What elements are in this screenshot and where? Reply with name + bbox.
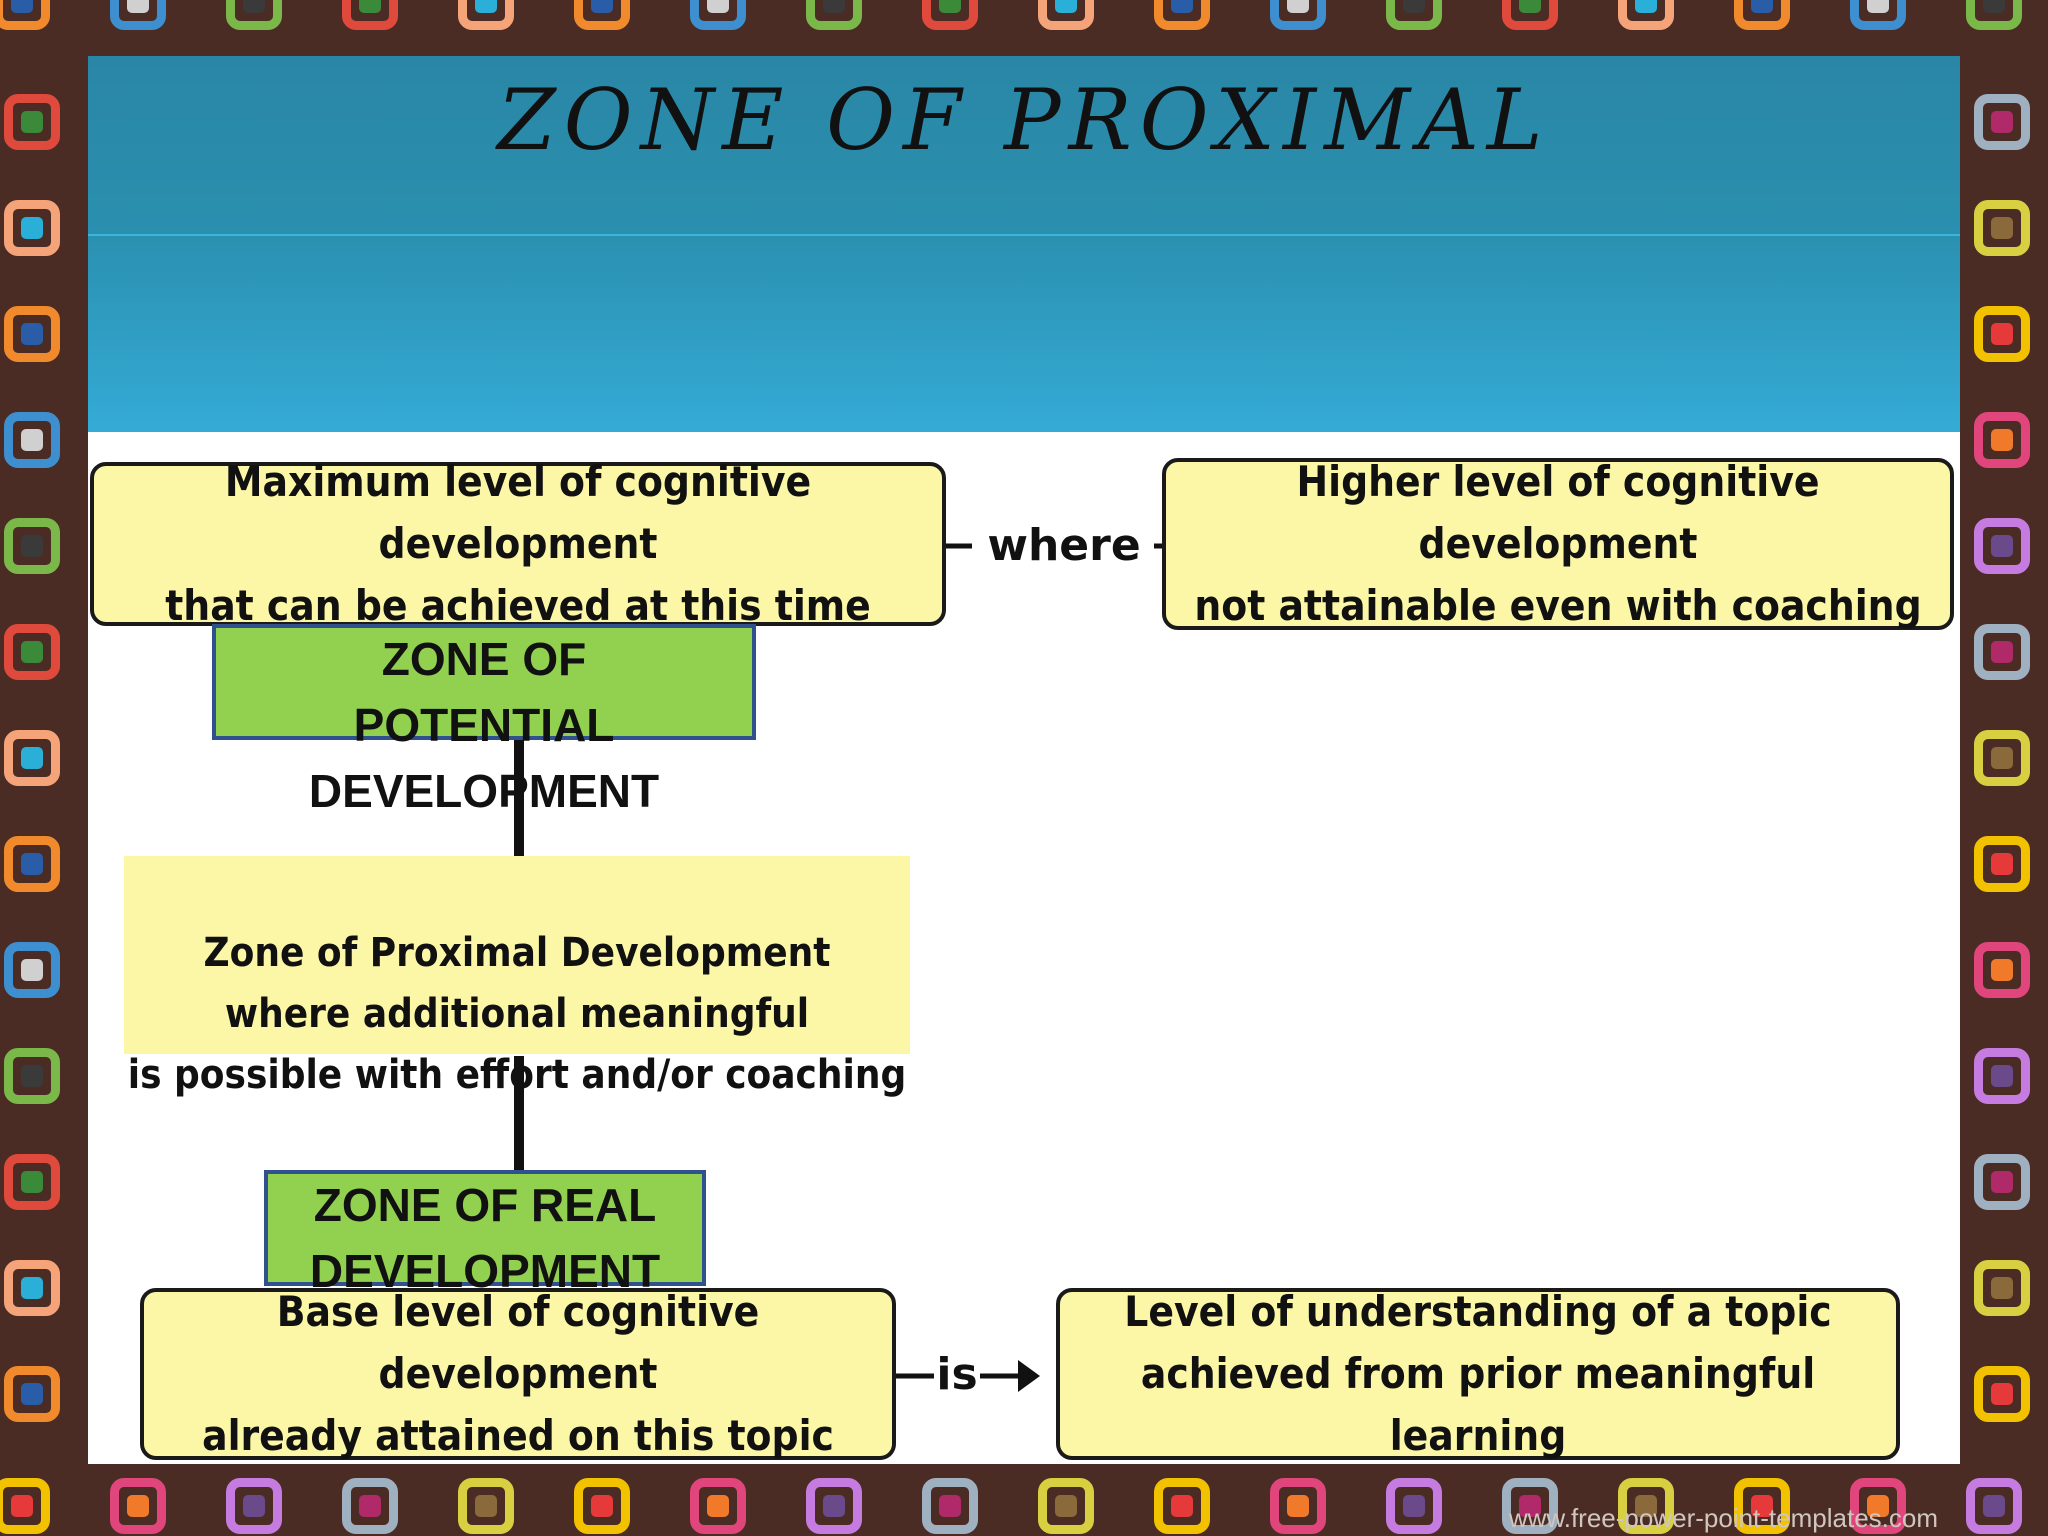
decorative-tile bbox=[342, 1478, 398, 1534]
decorative-tile bbox=[1618, 1478, 1674, 1534]
higher-level-box: Higher level of cognitive development no… bbox=[1162, 457, 1954, 630]
base-level-box: Base level of cognitive development alre… bbox=[140, 1287, 896, 1460]
decorative-tile bbox=[1974, 624, 2030, 680]
decorative-tile bbox=[1974, 412, 2030, 468]
is-label: is bbox=[936, 1349, 978, 1400]
decorative-tile bbox=[226, 1478, 282, 1534]
decorative-tile bbox=[1850, 1478, 1906, 1534]
decorative-tile bbox=[806, 1478, 862, 1534]
where-label: where bbox=[987, 520, 1141, 571]
decorative-tile bbox=[4, 200, 60, 256]
decorative-tile bbox=[4, 412, 60, 468]
decorative-tile bbox=[342, 0, 398, 30]
connector-line-lower bbox=[514, 1056, 524, 1234]
decorative-tile bbox=[4, 306, 60, 362]
decorative-tile bbox=[1974, 730, 2030, 786]
title-clip: ZONE OF PROXIMAL bbox=[88, 56, 1960, 234]
decorative-tile bbox=[690, 1478, 746, 1534]
maximum-level-text: Maximum level of cognitive development t… bbox=[165, 457, 871, 630]
decorative-tile bbox=[690, 0, 746, 30]
decorative-tile bbox=[1502, 1478, 1558, 1534]
decorative-tile bbox=[574, 0, 630, 30]
decorative-tile bbox=[1038, 1478, 1094, 1534]
decorative-tile bbox=[4, 1048, 60, 1104]
zone-of-proximal-development-box: Zone of Proximal Development where addit… bbox=[124, 856, 910, 1098]
decorative-tile bbox=[1154, 0, 1210, 30]
is-arrow-icon bbox=[896, 1360, 1040, 1392]
decorative-tile bbox=[1850, 0, 1906, 30]
decorative-tile bbox=[1974, 1366, 2030, 1422]
decorative-tile bbox=[4, 624, 60, 680]
decorative-tile bbox=[1270, 0, 1326, 30]
title-band: ZONE OF PROXIMAL bbox=[88, 56, 1960, 432]
decorative-tile bbox=[1038, 0, 1094, 30]
decorative-tile bbox=[4, 518, 60, 574]
maximum-level-box: Maximum level of cognitive development t… bbox=[90, 457, 946, 630]
decorative-tile bbox=[0, 1478, 50, 1534]
decorative-tile bbox=[110, 1478, 166, 1534]
zone-of-real-development-label: ZONE OF REAL DEVELOPMENT bbox=[264, 1170, 706, 1297]
decorative-tile bbox=[922, 1478, 978, 1534]
decorative-tile bbox=[1386, 1478, 1442, 1534]
decorative-tile bbox=[1974, 1260, 2030, 1316]
decorative-tile bbox=[574, 1478, 630, 1534]
decorative-tile bbox=[1734, 0, 1790, 30]
connector-line-upper bbox=[514, 738, 524, 914]
slide: ZONE OF PROXIMAL Maximum level of cognit… bbox=[88, 56, 1960, 1464]
understanding-level-text: Level of understanding of a topic achiev… bbox=[1124, 1287, 1832, 1460]
decorative-tile bbox=[1502, 0, 1558, 30]
decorative-tile bbox=[4, 942, 60, 998]
decorative-tile bbox=[4, 1154, 60, 1210]
decorative-tile bbox=[806, 0, 862, 30]
understanding-level-box: Level of understanding of a topic achiev… bbox=[1056, 1287, 1900, 1460]
decorative-tile bbox=[1966, 0, 2022, 30]
decorative-tile bbox=[1270, 1478, 1326, 1534]
decorative-tile bbox=[1618, 0, 1674, 30]
decorative-tile bbox=[1974, 518, 2030, 574]
decorative-tile bbox=[1974, 1048, 2030, 1104]
decorative-tile bbox=[110, 0, 166, 30]
decorative-tile bbox=[458, 0, 514, 30]
zone-of-potential-development-text: ZONE OF POTENTIAL DEVELOPMENT bbox=[308, 633, 660, 817]
slide-title: ZONE OF PROXIMAL bbox=[497, 71, 1551, 169]
decorative-tile bbox=[226, 0, 282, 30]
footer-url: www.free-power-point-templates.com bbox=[1508, 1503, 1938, 1533]
higher-level-text: Higher level of cognitive development no… bbox=[1194, 457, 1922, 630]
decorative-tile bbox=[4, 1366, 60, 1422]
is-connector: is bbox=[896, 1346, 1056, 1406]
decorative-tile bbox=[1974, 1154, 2030, 1210]
decorative-tile bbox=[4, 1260, 60, 1316]
decorative-tile bbox=[1974, 836, 2030, 892]
decorative-tile bbox=[1734, 1478, 1790, 1534]
decorative-tile bbox=[1974, 94, 2030, 150]
zone-of-proximal-development-text: Zone of Proximal Development where addit… bbox=[127, 930, 907, 1098]
decorative-tile bbox=[1966, 1478, 2022, 1534]
decorative-tile bbox=[4, 94, 60, 150]
decorative-tile bbox=[1974, 306, 2030, 362]
decorative-tile bbox=[4, 836, 60, 892]
decorative-tile bbox=[4, 730, 60, 786]
decorative-tile bbox=[458, 1478, 514, 1534]
decorative-tile bbox=[922, 0, 978, 30]
zone-of-potential-development-label: ZONE OF POTENTIAL DEVELOPMENT bbox=[212, 624, 756, 817]
base-level-text: Base level of cognitive development alre… bbox=[202, 1287, 834, 1460]
decorative-tile bbox=[1386, 0, 1442, 30]
decorative-tile bbox=[1974, 200, 2030, 256]
decorative-tile bbox=[1154, 1478, 1210, 1534]
decorative-tile bbox=[0, 0, 50, 30]
decorative-tile bbox=[1974, 942, 2030, 998]
